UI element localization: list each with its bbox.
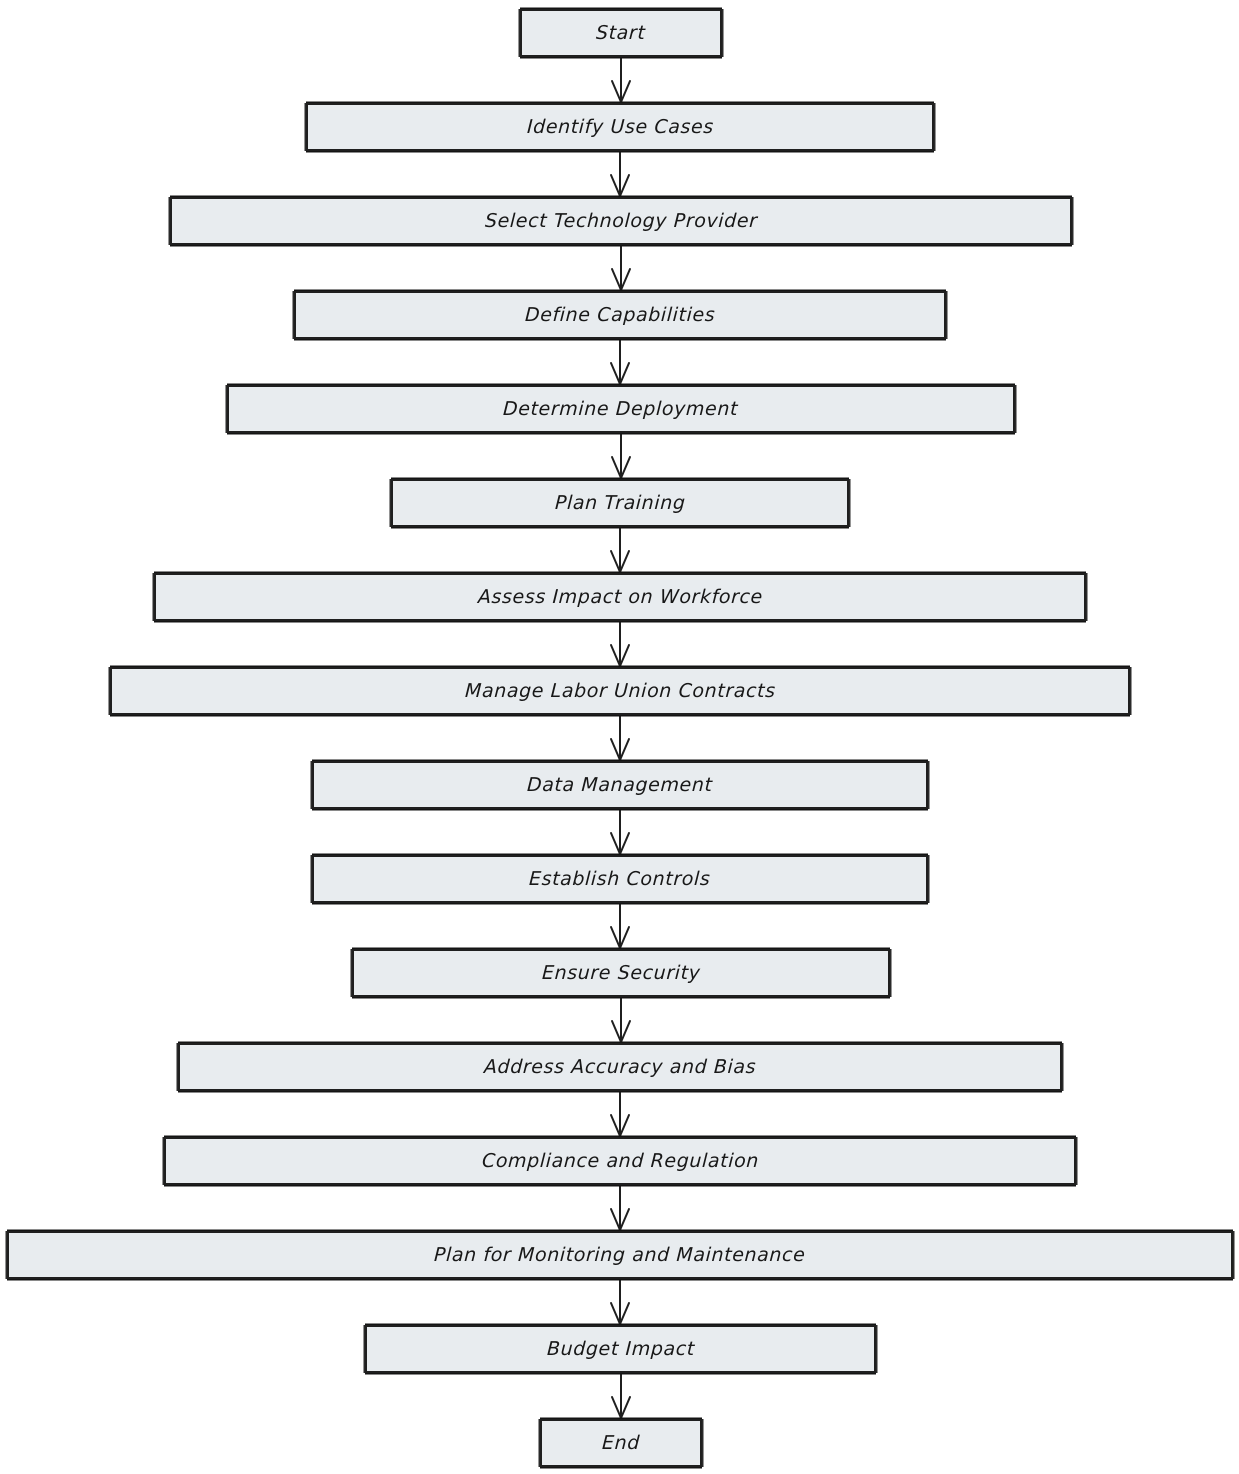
flow-node-label: Define Capabilities — [524, 303, 716, 326]
flow-node-n13[interactable]: Compliance and Regulation — [164, 1137, 1076, 1185]
flow-edge-n7-n8 — [610, 621, 630, 667]
flow-node-label: Assess Impact on Workforce — [477, 585, 764, 608]
flow-node-n10[interactable]: Establish Controls — [312, 855, 928, 903]
flow-node-label: Determine Deployment — [502, 397, 740, 420]
flow-node-label: Budget Impact — [545, 1337, 696, 1360]
flow-node-label: Ensure Security — [541, 961, 701, 984]
flow-edge-n2-n3 — [610, 151, 630, 197]
flow-node-label: Select Technology Provider — [484, 209, 758, 232]
flow-node-label: End — [601, 1431, 641, 1454]
flow-node-label: Identify Use Cases — [526, 115, 715, 138]
flow-node-label: Compliance and Regulation — [480, 1149, 760, 1172]
flow-node-label: Start — [595, 21, 647, 44]
flow-node-label: Establish Controls — [528, 867, 712, 890]
flow-node-label: Plan Training — [554, 491, 686, 514]
flow-edge-n12-n13 — [610, 1091, 630, 1137]
flow-node-n16[interactable]: End — [540, 1419, 702, 1467]
flow-node-n8[interactable]: Manage Labor Union Contracts — [110, 667, 1130, 715]
flow-edge-n5-n6 — [611, 433, 631, 479]
flow-edge-n13-n14 — [610, 1185, 630, 1231]
flow-edge-n1-n2 — [611, 57, 631, 103]
flow-node-n9[interactable]: Data Management — [312, 761, 928, 809]
flow-node-n6[interactable]: Plan Training — [391, 479, 849, 527]
flow-node-label: Address Accuracy and Bias — [483, 1055, 757, 1078]
flow-node-n5[interactable]: Determine Deployment — [227, 385, 1015, 433]
flow-edge-n14-n15 — [610, 1279, 630, 1325]
flow-node-n2[interactable]: Identify Use Cases — [306, 103, 934, 151]
flow-node-label: Data Management — [526, 773, 714, 796]
flow-node-label: Manage Labor Union Contracts — [464, 679, 776, 702]
flow-edge-n10-n11 — [610, 903, 630, 949]
flow-node-n15[interactable]: Budget Impact — [365, 1325, 876, 1373]
flow-node-n11[interactable]: Ensure Security — [352, 949, 890, 997]
flow-edge-n15-n16 — [611, 1373, 631, 1419]
flow-edge-n4-n5 — [610, 339, 630, 385]
flow-node-label: Plan for Monitoring and Maintenance — [433, 1243, 807, 1266]
flow-node-n7[interactable]: Assess Impact on Workforce — [154, 573, 1086, 621]
flow-edge-n11-n12 — [611, 997, 631, 1043]
flow-edge-n8-n9 — [610, 715, 630, 761]
flow-edge-n6-n7 — [610, 527, 630, 573]
flow-node-n1[interactable]: Start — [520, 9, 722, 57]
flow-edge-n3-n4 — [611, 245, 631, 291]
flow-edge-n9-n10 — [610, 809, 630, 855]
flow-node-n14[interactable]: Plan for Monitoring and Maintenance — [7, 1231, 1233, 1279]
flow-node-n12[interactable]: Address Accuracy and Bias — [178, 1043, 1062, 1091]
flow-node-n4[interactable]: Define Capabilities — [294, 291, 946, 339]
flow-node-n3[interactable]: Select Technology Provider — [170, 197, 1072, 245]
